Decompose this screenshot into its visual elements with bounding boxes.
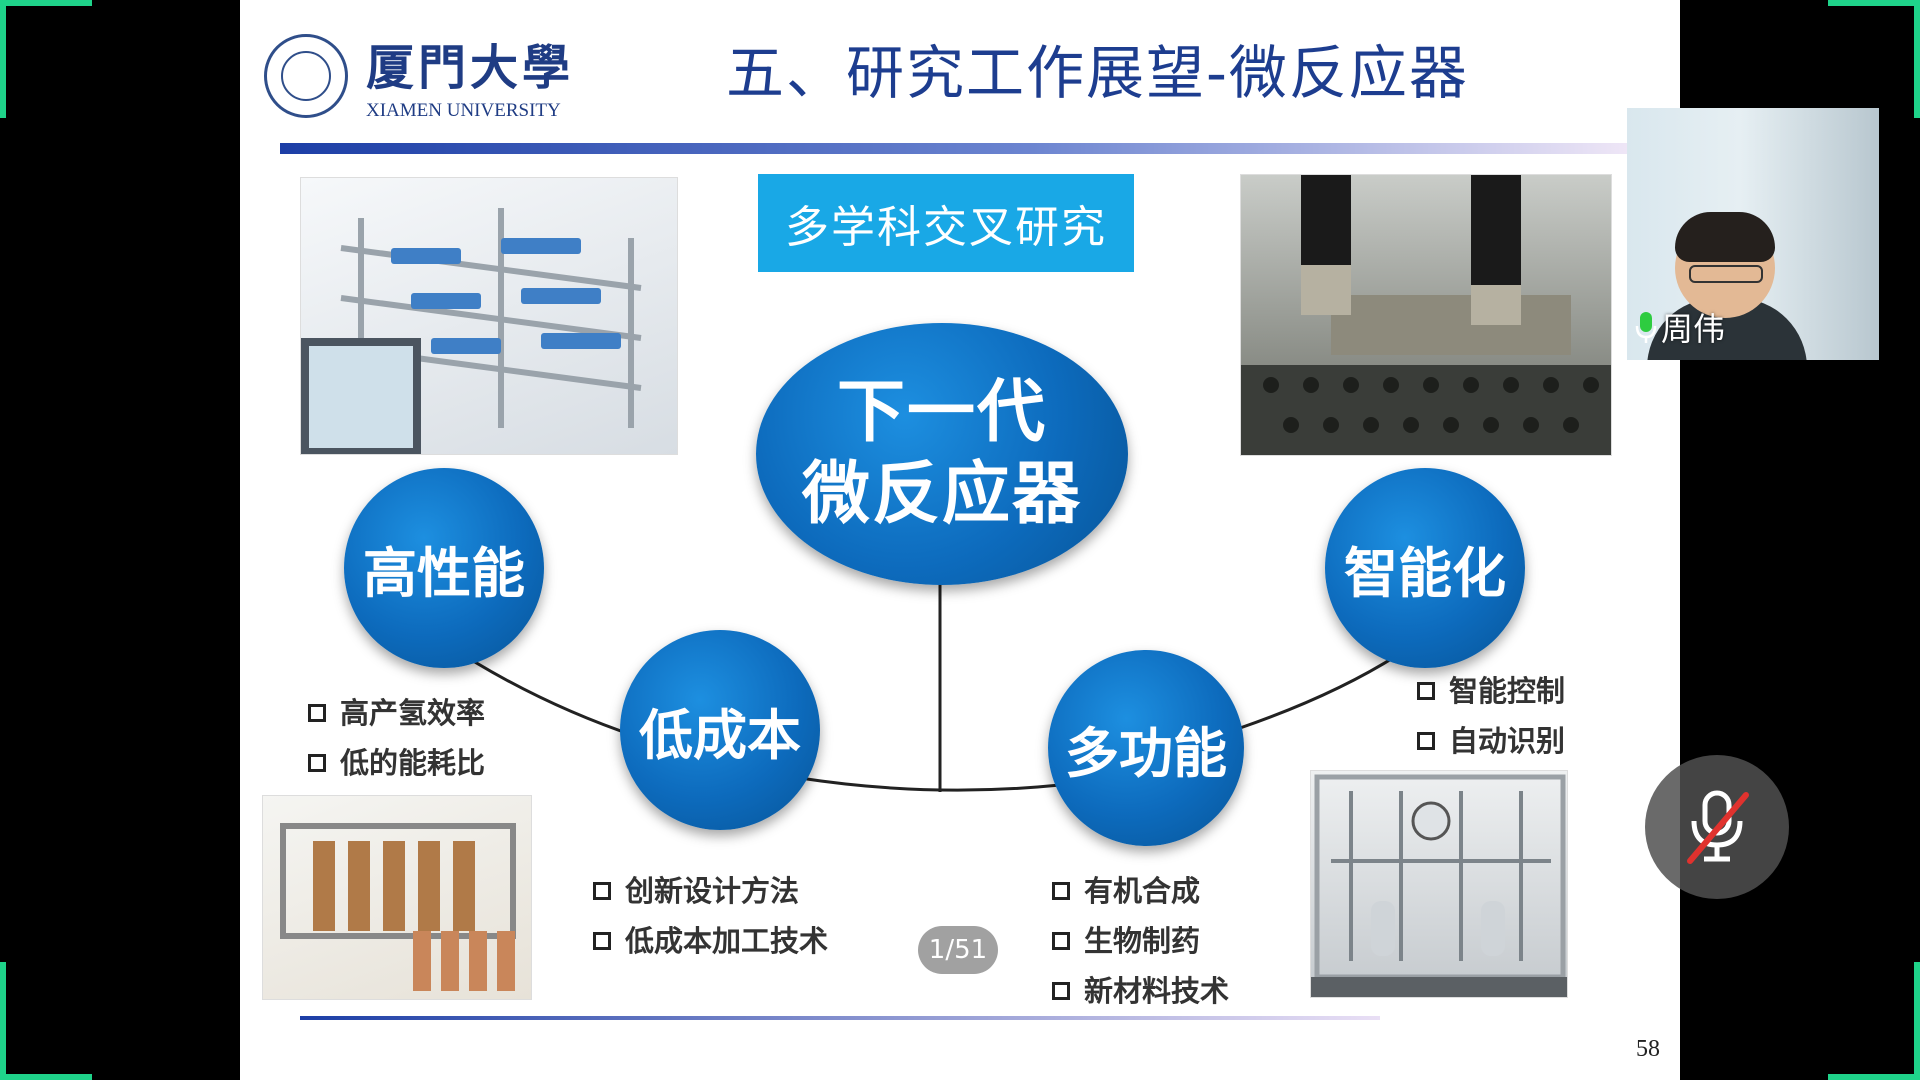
checkbox-bullet-icon [308, 704, 326, 722]
university-name-cn: 厦門大學 [366, 40, 575, 96]
performance-list: 高产氢效率 低的能耗比 [308, 688, 485, 788]
participant-video-tile[interactable]: 周伟 [1627, 108, 1879, 360]
list-item: 自动识别 [1417, 716, 1565, 766]
process-skid-photo [1310, 770, 1568, 998]
mic-muted-icon [1687, 790, 1749, 864]
list-item: 有机合成 [1052, 866, 1229, 916]
title-divider [280, 143, 1640, 154]
participant-hair [1675, 212, 1775, 262]
slide-number: 58 [1636, 1036, 1660, 1062]
mute-toggle-button[interactable] [1645, 755, 1789, 899]
page-counter[interactable]: 1/51 [918, 926, 998, 974]
low-cost-list: 创新设计方法 低成本加工技术 [593, 866, 828, 966]
shared-slide: 厦門大學 XIAMEN UNIVERSITY 五、研究工作展望-微反应器 [240, 0, 1680, 1080]
list-item: 智能控制 [1417, 666, 1565, 716]
interdisciplinary-banner: 多学科交叉研究 [758, 174, 1134, 272]
checkbox-bullet-icon [1052, 932, 1070, 950]
university-seal-icon [264, 34, 348, 118]
participant-label: 周伟 [1635, 304, 1725, 350]
slide-title: 五、研究工作展望-微反应器 [726, 39, 1469, 107]
checkbox-bullet-icon [1417, 682, 1435, 700]
low-cost-bubble: 低成本 [620, 630, 820, 830]
university-name-en: XIAMEN UNIVERSITY [366, 100, 561, 121]
participant-glasses [1689, 265, 1763, 283]
list-item: 高产氢效率 [308, 688, 485, 738]
multi-function-bubble: 多功能 [1048, 650, 1244, 846]
center-line-2: 微反应器 [801, 455, 1082, 534]
participant-name: 周伟 [1661, 310, 1726, 348]
checkbox-bullet-icon [1052, 982, 1070, 1000]
checkbox-bullet-icon [593, 932, 611, 950]
corner-marker-bottom-right [1914, 962, 1920, 1080]
center-line-1: 下一代 [836, 373, 1047, 452]
list-item: 低成本加工技术 [593, 916, 828, 966]
list-item: 生物制药 [1052, 916, 1229, 966]
checkbox-bullet-icon [1052, 882, 1070, 900]
corner-marker-top-left-h [0, 0, 92, 6]
corner-marker-top-right [1914, 0, 1920, 118]
intelligent-list: 智能控制 自动识别 [1417, 666, 1565, 766]
list-item: 创新设计方法 [593, 866, 828, 916]
corner-marker-bottom-left [0, 962, 6, 1080]
stacked-reactor-photo [262, 795, 532, 1000]
corner-marker-top-right-h [1828, 0, 1920, 6]
corner-marker-top-left [0, 0, 6, 118]
microreactor-rack-photo [300, 177, 678, 455]
list-item: 新材料技术 [1052, 966, 1229, 1016]
high-performance-bubble: 高性能 [344, 468, 544, 668]
list-item: 低的能耗比 [308, 738, 485, 788]
corner-marker-bottom-left-h [0, 1074, 92, 1080]
multi-function-list: 有机合成 生物制药 新材料技术 [1052, 866, 1229, 1016]
intelligent-bubble: 智能化 [1325, 468, 1525, 668]
checkbox-bullet-icon [1417, 732, 1435, 750]
next-gen-microreactor-bubble: 下一代 微反应器 [756, 323, 1128, 585]
mic-active-icon [1635, 312, 1657, 343]
corner-marker-bottom-right-h [1828, 1074, 1920, 1080]
checkbox-bullet-icon [593, 882, 611, 900]
reactor-injector-photo [1240, 174, 1612, 456]
checkbox-bullet-icon [308, 754, 326, 772]
footer-divider [300, 1016, 1380, 1020]
